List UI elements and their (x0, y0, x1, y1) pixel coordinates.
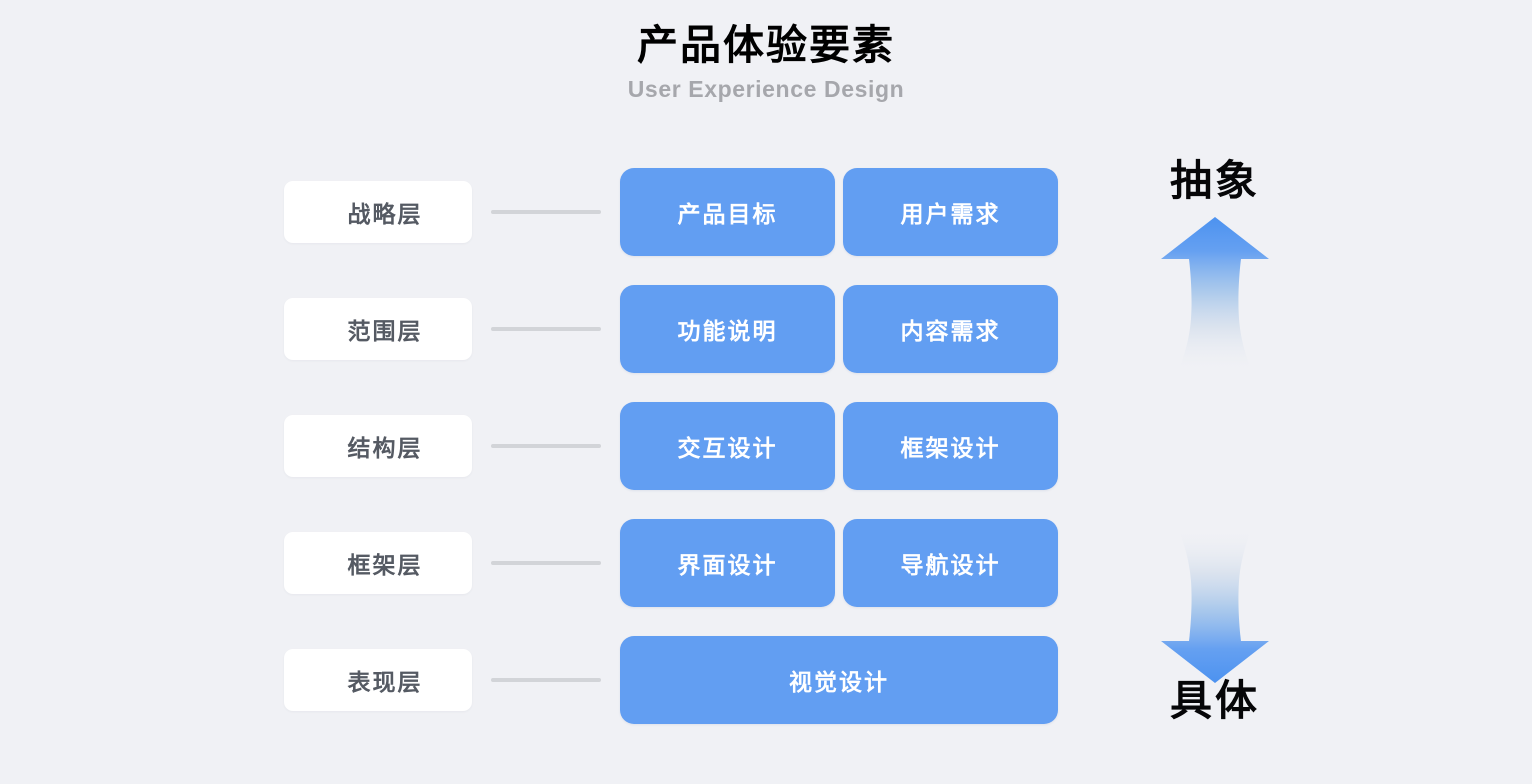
element-card-visual-design[interactable]: 视觉设计 (620, 636, 1058, 724)
page-header: 产品体验要素 User Experience Design (0, 22, 1532, 102)
layer-row: 表现层 视觉设计 (284, 636, 1058, 724)
connector-line (491, 210, 601, 214)
connector-line (491, 444, 601, 448)
layer-card-scope[interactable]: 范围层 (284, 298, 472, 360)
element-card-label: 框架设计 (900, 435, 1001, 461)
element-card-product-goal[interactable]: 产品目标 (620, 168, 835, 256)
element-card-functional-spec[interactable]: 功能说明 (620, 285, 835, 373)
layer-card-label: 表现层 (347, 669, 423, 695)
ux-elements-diagram: 战略层 产品目标 用户需求 范围层 功能说明 内容需求 结构 (0, 160, 1532, 760)
element-card-label: 交互设计 (677, 435, 778, 461)
connector-line (491, 327, 601, 331)
layer-card-strategy[interactable]: 战略层 (284, 181, 472, 243)
element-card-label: 视觉设计 (789, 669, 889, 695)
layer-row: 战略层 产品目标 用户需求 (284, 168, 1058, 256)
element-card-label: 产品目标 (677, 201, 778, 227)
layer-card-group: 产品目标 用户需求 (620, 168, 1058, 256)
element-card-interface-design[interactable]: 界面设计 (620, 519, 835, 607)
page-subtitle: User Experience Design (627, 76, 905, 103)
element-card-label: 界面设计 (677, 552, 778, 578)
layer-card-label: 结构层 (347, 435, 423, 461)
page-title: 产品体验要素 (637, 22, 895, 68)
layer-row: 结构层 交互设计 框架设计 (284, 402, 1058, 490)
connector-line (491, 561, 601, 565)
layer-row: 框架层 界面设计 导航设计 (284, 519, 1058, 607)
arrow-down-icon (1161, 527, 1269, 683)
element-card-label: 功能说明 (677, 318, 778, 344)
axis-label-concrete: 具体 (1169, 677, 1260, 724)
layer-card-group: 功能说明 内容需求 (620, 285, 1058, 373)
element-card-label: 内容需求 (900, 318, 1001, 344)
abstraction-axis: 抽象 具体 (1125, 150, 1305, 770)
layer-card-label: 框架层 (347, 552, 423, 578)
axis-label-abstract: 抽象 (1169, 157, 1260, 204)
layer-card-structure[interactable]: 结构层 (284, 415, 472, 477)
element-card-interaction-design[interactable]: 交互设计 (620, 402, 835, 490)
layer-card-surface[interactable]: 表现层 (284, 649, 472, 711)
layer-card-group: 视觉设计 (620, 636, 1058, 724)
element-card-label: 导航设计 (900, 552, 1001, 578)
layer-row: 范围层 功能说明 内容需求 (284, 285, 1058, 373)
layer-card-label: 战略层 (347, 201, 423, 227)
arrow-up-icon (1161, 217, 1269, 373)
element-card-user-needs[interactable]: 用户需求 (843, 168, 1058, 256)
connector-line (491, 678, 601, 682)
element-card-label: 用户需求 (900, 201, 1001, 227)
layer-card-label: 范围层 (347, 318, 423, 344)
layer-card-group: 交互设计 框架设计 (620, 402, 1058, 490)
element-card-navigation-design[interactable]: 导航设计 (843, 519, 1058, 607)
layer-card-group: 界面设计 导航设计 (620, 519, 1058, 607)
layer-card-skeleton[interactable]: 框架层 (284, 532, 472, 594)
element-card-content-requirements[interactable]: 内容需求 (843, 285, 1058, 373)
element-card-information-architecture[interactable]: 框架设计 (843, 402, 1058, 490)
